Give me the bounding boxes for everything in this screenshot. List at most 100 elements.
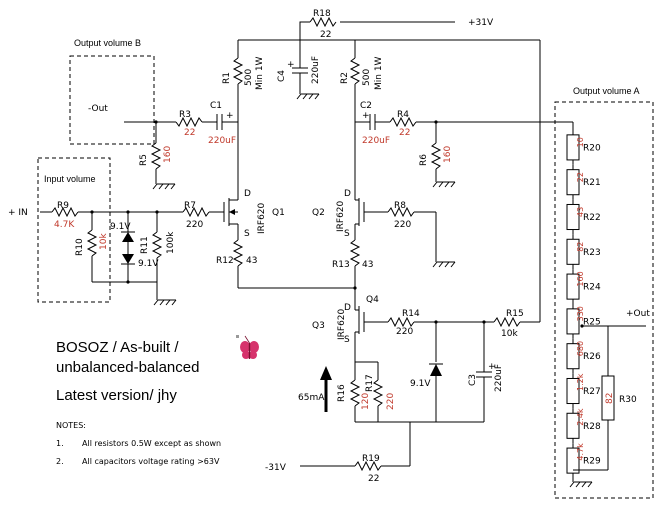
r13-value: 43 (362, 260, 373, 270)
c1-name: C1 (210, 101, 222, 111)
ladder-name: R22 (583, 213, 601, 223)
r8-name: R8 (394, 201, 406, 211)
r7-name: R7 (184, 201, 196, 211)
ladder-value: 2.4k (576, 408, 585, 426)
c4-plus-sign: + (287, 60, 295, 70)
r2-value: 500 (362, 69, 372, 86)
r9-name: R9 (57, 201, 69, 211)
r17-name: R17 (365, 374, 375, 392)
r12-name: R12 (216, 256, 234, 266)
r5-name: R5 (139, 154, 149, 166)
ground-icon (152, 183, 176, 190)
r12-value: 43 (246, 256, 257, 266)
r19-value: 22 (368, 474, 379, 484)
resistor-r6 (430, 142, 442, 170)
q2-d: D (344, 189, 351, 199)
r11-name: R11 (140, 236, 150, 254)
r4-value: 22 (399, 128, 410, 138)
note-1-number: 1. (56, 439, 64, 448)
c3-name: C3 (468, 374, 478, 386)
r13-name: R13 (332, 260, 350, 270)
resistor-r12 (232, 239, 244, 267)
resistor-r19 (354, 460, 382, 472)
ladder-value: 82 (576, 242, 585, 252)
zener-diode-icon (122, 254, 134, 264)
ground-icon (432, 181, 456, 188)
input-volume-box (37, 157, 111, 303)
output-volume-b-box (69, 55, 155, 145)
r5-value: 160 (163, 146, 173, 163)
q1-s: S (244, 229, 250, 239)
r11-value: 100k (166, 231, 176, 254)
resistor-r17 (372, 379, 384, 407)
q1-part: IRF620 (257, 202, 267, 234)
input-volume-label: Input volume (44, 174, 96, 184)
c3-value: 220uF (494, 364, 504, 392)
r8-value: 220 (394, 220, 411, 230)
ladder-name: R28 (583, 422, 601, 432)
r6-name: R6 (419, 154, 429, 166)
r10-name: R10 (75, 238, 85, 256)
r9-value: 4.7K (54, 220, 75, 230)
r3-name: R3 (179, 110, 191, 120)
in-label: + IN (8, 208, 28, 218)
ladder-value: 10 (576, 137, 585, 147)
r1-value: 500 (244, 69, 254, 86)
output-volume-a-label: Output volume A (573, 86, 640, 96)
ladder-name: R21 (583, 178, 601, 188)
r30-value: 82 (605, 393, 615, 404)
ladder-name: R27 (583, 387, 601, 397)
r14-value: 220 (396, 327, 413, 337)
current-label: 65mA (298, 393, 325, 403)
q2-name: Q2 (312, 208, 325, 218)
r17-value: 220 (386, 393, 396, 410)
r6-value: 160 (443, 146, 453, 163)
resistor-r7 (182, 206, 210, 218)
note-2-number: 2. (56, 457, 64, 466)
resistor-r11 (151, 231, 163, 259)
ladder-resistor (566, 377, 580, 405)
c4-value: 220uF (311, 56, 321, 84)
ladder-value: 330 (576, 306, 585, 321)
zener-upper-value: 9.1V (110, 222, 131, 232)
r15-name: R15 (506, 309, 524, 319)
resistor-r8 (387, 206, 415, 218)
ground-icon (569, 481, 593, 488)
ladder-value: 4.7k (576, 443, 585, 461)
r16-name: R16 (337, 384, 347, 402)
q3-part: IRF620 (337, 308, 347, 340)
c2-value: 220uF (362, 136, 390, 146)
resistor-r9 (51, 206, 79, 218)
zener-diode-icon (122, 232, 134, 242)
resistor-r18 (309, 16, 337, 28)
resistor-r2 (349, 57, 361, 85)
c2-name: C2 (360, 101, 372, 111)
r1-rating: Min 1W (255, 56, 265, 90)
junction-dot (353, 286, 357, 290)
q1-name: Q1 (272, 208, 285, 218)
ladder-value: 22 (576, 172, 585, 182)
note-1: All resistors 0.5W except as shown (82, 439, 221, 448)
zener-z3-value: 9.1V (410, 379, 431, 389)
r1-name: R1 (222, 72, 232, 84)
r10-value: 10k (99, 233, 109, 250)
plus31-label: +31V (468, 18, 494, 28)
output-volume-a-box (554, 101, 654, 499)
title-line-2: unbalanced-balanced (56, 359, 199, 376)
output-volume-b-label: Output volume B (74, 38, 141, 48)
zener-diode-icon (430, 364, 442, 376)
ladder-name: R20 (583, 143, 601, 153)
top-rail-wire (238, 21, 310, 41)
r18-name: R18 (313, 9, 331, 19)
q3-name: Q3 (312, 321, 325, 331)
out-plus-label: +Out (626, 309, 650, 319)
notes-heading: NOTES: (56, 421, 86, 430)
r4-name: R4 (397, 110, 409, 120)
r18-value: 22 (320, 30, 331, 40)
ladder-name: R24 (583, 283, 601, 293)
c3-plus-sign: + (488, 362, 496, 372)
title-line-1: BOSOZ / As-built / (56, 339, 179, 356)
current-arrowhead-icon (320, 366, 332, 380)
resistor-r10 (86, 229, 98, 257)
